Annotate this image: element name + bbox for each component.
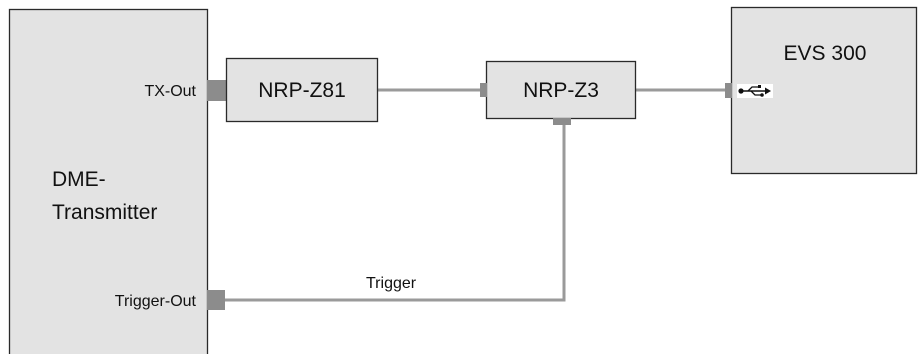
- nrp-z3-block: NRP-Z3: [480, 60, 637, 125]
- dme-label-line2: Transmitter: [52, 201, 157, 224]
- trigger-out-port: [207, 290, 225, 310]
- nrp-z3-trigger-port: [553, 118, 571, 125]
- dme-transmitter-block: DME- Transmitter TX-Out Trigger-Out: [8, 8, 227, 354]
- trigger-out-label: Trigger-Out: [115, 293, 197, 310]
- wire-trigger: [218, 124, 566, 302]
- evs-usb-port: [725, 83, 732, 98]
- evs-300-block: EVS 300: [725, 6, 918, 175]
- tx-out-label: TX-Out: [144, 83, 196, 100]
- nrp-z81-label: NRP-Z81: [258, 79, 346, 102]
- dme-label-line1: DME-: [52, 168, 106, 191]
- trigger-wire-label: Trigger: [366, 275, 417, 292]
- nrp-z81-block: NRP-Z81: [225, 57, 379, 123]
- nrp-z3-input-port: [480, 83, 487, 97]
- evs-300-label: EVS 300: [784, 42, 867, 65]
- usb-icon: [737, 84, 773, 98]
- nrp-z3-label: NRP-Z3: [523, 79, 599, 102]
- tx-out-port: [207, 80, 227, 101]
